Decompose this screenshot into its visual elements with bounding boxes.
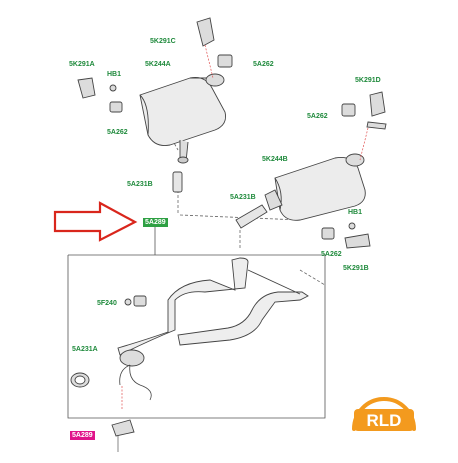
pointer-arrow	[53, 201, 138, 242]
callout-bottom-red: 5A289	[70, 431, 95, 440]
label-5k291b: 5K291B	[343, 265, 369, 272]
label-hb1-right: HB1	[348, 209, 363, 216]
hanger-5k291d	[341, 91, 387, 130]
muffler-5k244a	[139, 73, 226, 164]
label-hb1-left: HB1	[107, 71, 122, 78]
label-5a231b-left: 5A231B	[127, 181, 153, 188]
rld-logo: RLD	[352, 397, 416, 431]
label-5k291d: 5K291D	[355, 77, 381, 84]
hanger-5k291b	[321, 222, 371, 249]
callout-main-green: 5A289	[143, 218, 168, 227]
label-5a231b-right: 5A231B	[230, 194, 256, 201]
rld-logo-text: RLD	[367, 411, 402, 430]
hanger-5k291c	[196, 17, 233, 68]
hanger-5k291a	[77, 77, 123, 113]
pipe-5a231b-a	[172, 171, 183, 193]
red-leaders-top	[204, 44, 369, 161]
connector-5f240	[124, 295, 147, 307]
label-5k244a: 5K244A	[145, 61, 171, 68]
sensor-wiring	[119, 364, 152, 401]
pipe-5a231b-b	[235, 204, 268, 229]
label-5f240: 5F240	[97, 300, 117, 307]
muffler-5k244b	[264, 153, 366, 221]
label-5a262-left: 5A262	[107, 129, 128, 136]
clamp-5a231a	[70, 372, 90, 388]
label-5k291a: 5K291A	[69, 61, 95, 68]
label-5a262-lower: 5A262	[321, 251, 342, 258]
bracket-bottom	[111, 419, 135, 437]
label-5a231a: 5A231A	[72, 346, 98, 353]
label-5k244b: 5K244B	[262, 156, 288, 163]
front-pipe-assembly	[117, 257, 309, 367]
label-5k291c: 5K291C	[150, 38, 176, 45]
label-5a262-right: 5A262	[307, 113, 328, 120]
assembly-frame	[67, 254, 326, 419]
label-5a262-top: 5A262	[253, 61, 274, 68]
